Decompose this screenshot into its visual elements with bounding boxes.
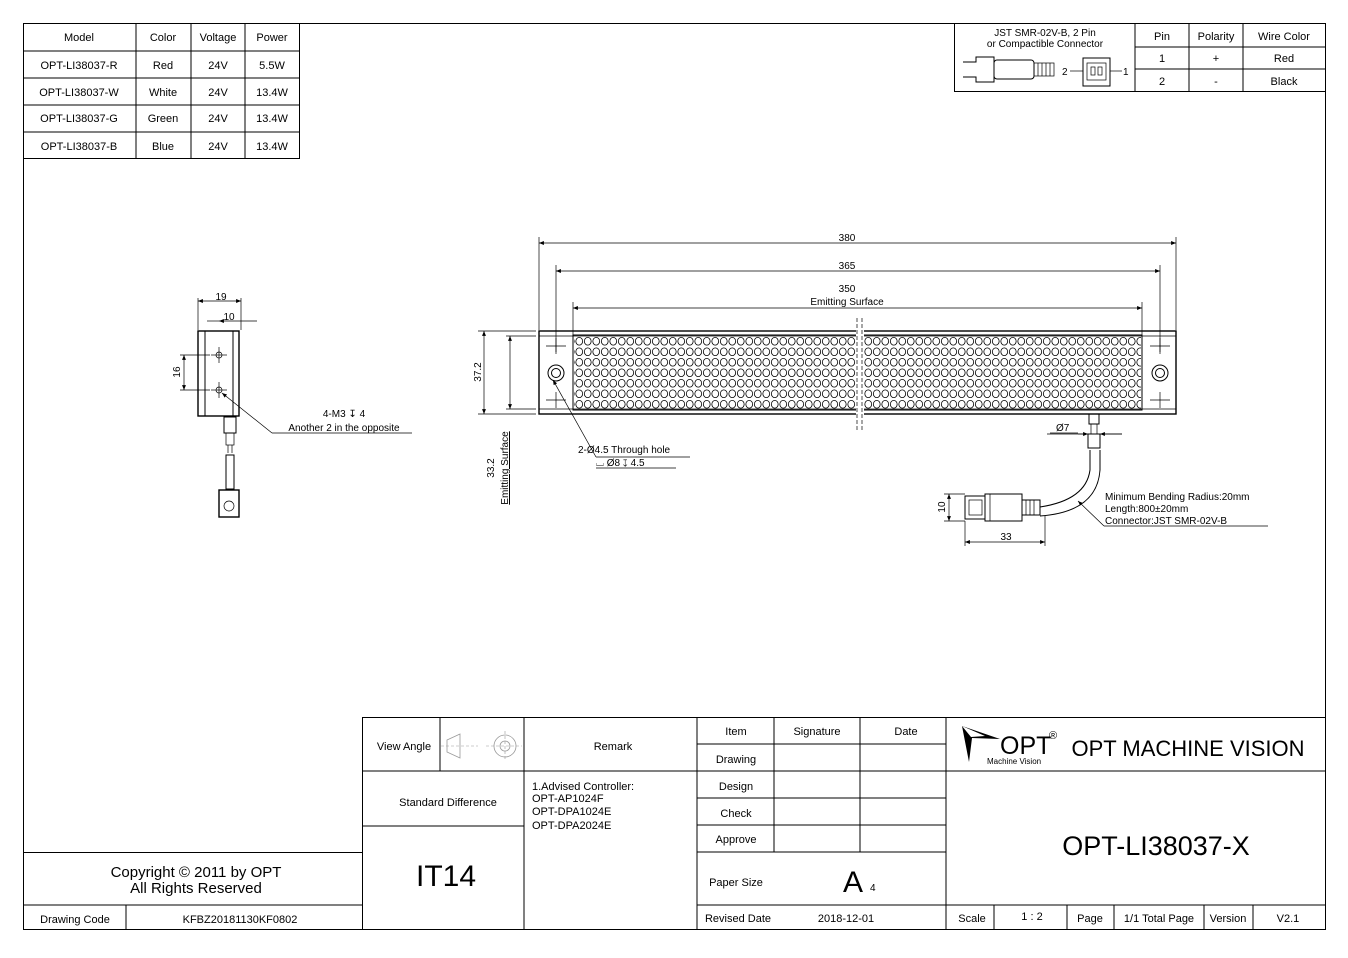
remark-line4: OPT-DPA2024E: [532, 820, 611, 832]
drawing-frame: [23, 23, 1326, 930]
dim-19: 19: [215, 292, 227, 303]
drawing-code-value: KFBZ20181130KF0802: [183, 914, 298, 926]
front-view: 380 365 350 Emitting Surface: [473, 233, 1268, 546]
model-table: Model Color Voltage Power OPT-LI38037-R …: [23, 23, 300, 159]
table-cell: OPT-LI38037-R: [40, 60, 117, 72]
table-cell: Red: [153, 60, 173, 72]
revised-date-value: 2018-12-01: [818, 913, 874, 925]
model-table-header-model: Model: [64, 32, 94, 44]
paper-size-value: A: [843, 866, 863, 899]
dim-10-connector: 10: [937, 501, 948, 513]
item-header: Item: [725, 726, 746, 738]
table-cell: OPT-LI38037-B: [41, 141, 117, 153]
standard-difference-label: Standard Difference: [399, 797, 497, 809]
through-hole-note-line2: ⌴ Ø8 ↧ 4.5: [596, 458, 645, 469]
connector-title-2: or Compactible Connector: [987, 39, 1104, 50]
emitting-surface-vertical: Emitting Surface: [500, 431, 511, 505]
check-row-label: Check: [720, 808, 752, 820]
table-cell: 2: [1159, 76, 1165, 88]
page-label: Page: [1077, 913, 1103, 925]
paper-size-sub: 4: [870, 883, 876, 894]
table-cell: 1: [1159, 53, 1165, 65]
table-cell: 24V: [208, 87, 228, 99]
view-angle-label: View Angle: [377, 741, 431, 753]
model-table-header-power: Power: [256, 32, 288, 44]
table-cell: -: [1214, 76, 1218, 88]
dim-33: 33: [1000, 532, 1012, 543]
title-block: View Angle Remark Item Signature Date Dr…: [23, 717, 1326, 930]
model-table-header-color: Color: [150, 32, 177, 44]
table-cell: OPT-LI38037-W: [39, 87, 119, 99]
model-table-header-voltage: Voltage: [200, 32, 237, 44]
table-cell: White: [149, 87, 177, 99]
scale-value: 1 : 2: [1021, 911, 1042, 923]
emitting-surface-label: Emitting Surface: [810, 297, 884, 308]
revised-date-label: Revised Date: [705, 913, 771, 925]
cable-note-line2: Length:800±20mm: [1105, 504, 1188, 515]
opt-logo: OPT ® Machine Vision: [962, 726, 1057, 766]
connector-header-pin: Pin: [1154, 31, 1170, 43]
part-number: OPT-LI38037-X: [1062, 831, 1250, 861]
table-cell: Red: [1274, 53, 1294, 65]
view-angle-symbol-icon: [441, 731, 522, 761]
design-row-label: Design: [719, 781, 753, 793]
version-label: Version: [1210, 913, 1247, 925]
table-cell: 24V: [208, 113, 228, 125]
copyright-line2: All Rights Reserved: [130, 880, 262, 897]
through-hole-note-line1: 2-Ø4.5 Through hole: [578, 445, 671, 456]
table-cell: 13.4W: [256, 141, 288, 153]
logo-registered: ®: [1049, 730, 1057, 742]
dim-350: 350: [839, 284, 856, 295]
remark-line3: OPT-DPA1024E: [532, 806, 611, 818]
connector-table: JST SMR-02V-B, 2 Pin or Compactible Conn…: [954, 23, 1326, 92]
logo-subtitle: Machine Vision: [987, 757, 1041, 766]
dim-365: 365: [839, 261, 856, 272]
tolerance-value: IT14: [416, 860, 476, 893]
page-value: 1/1 Total Page: [1124, 913, 1194, 925]
cable-note-line3: Connector:JST SMR-02V-B: [1105, 516, 1227, 527]
dim-380: 380: [839, 233, 856, 244]
connector-header-wire-color: Wire Color: [1258, 31, 1310, 43]
table-cell: +: [1213, 53, 1219, 65]
table-cell: Blue: [152, 141, 174, 153]
connector-header-polarity: Polarity: [1198, 31, 1235, 43]
table-cell: 5.5W: [259, 60, 285, 72]
table-cell: Black: [1271, 76, 1298, 88]
table-cell: 24V: [208, 141, 228, 153]
logo-text: OPT: [1000, 732, 1051, 760]
dim-phi7: Ø7: [1056, 423, 1070, 434]
date-header: Date: [894, 726, 917, 738]
remark-line1: 1.Advised Controller:: [532, 781, 634, 793]
side-view: 19 10 16 4-M3 ↧ 4 Another 2 in the oppos…: [172, 292, 412, 518]
table-cell: 13.4W: [256, 87, 288, 99]
signature-header: Signature: [793, 726, 840, 738]
dim-10: 10: [223, 312, 235, 323]
dim-37-2: 37.2: [473, 362, 484, 382]
connector-title-1: JST SMR-02V-B, 2 Pin: [994, 28, 1096, 39]
dim-33-2: 33.2: [486, 458, 497, 478]
company-name: OPT MACHINE VISION: [1071, 736, 1304, 761]
scale-label: Scale: [958, 913, 986, 925]
table-cell: 13.4W: [256, 113, 288, 125]
cable-note-line1: Minimum Bending Radius:20mm: [1105, 492, 1250, 503]
drawing-code-label: Drawing Code: [40, 914, 110, 926]
paper-size-label: Paper Size: [709, 877, 763, 889]
table-cell: Green: [148, 113, 179, 125]
dim-16: 16: [172, 366, 183, 378]
drawing-row-label: Drawing: [716, 754, 756, 766]
version-value: V2.1: [1277, 913, 1300, 925]
table-cell: OPT-LI38037-G: [40, 113, 118, 125]
approve-row-label: Approve: [716, 834, 757, 846]
table-cell: 24V: [208, 60, 228, 72]
copyright-line1: Copyright © 2011 by OPT: [111, 864, 282, 881]
connector-pin-label-1: 1: [1123, 67, 1129, 78]
connector-sketch: 2 1: [963, 56, 1129, 87]
hole-note-line1: 4-M3 ↧ 4: [323, 409, 366, 420]
remark-header: Remark: [594, 741, 633, 753]
remark-line2: OPT-AP1024F: [532, 793, 604, 805]
connector-pin-label-2: 2: [1062, 67, 1068, 78]
hole-note-line2: Another 2 in the opposite: [288, 423, 400, 434]
